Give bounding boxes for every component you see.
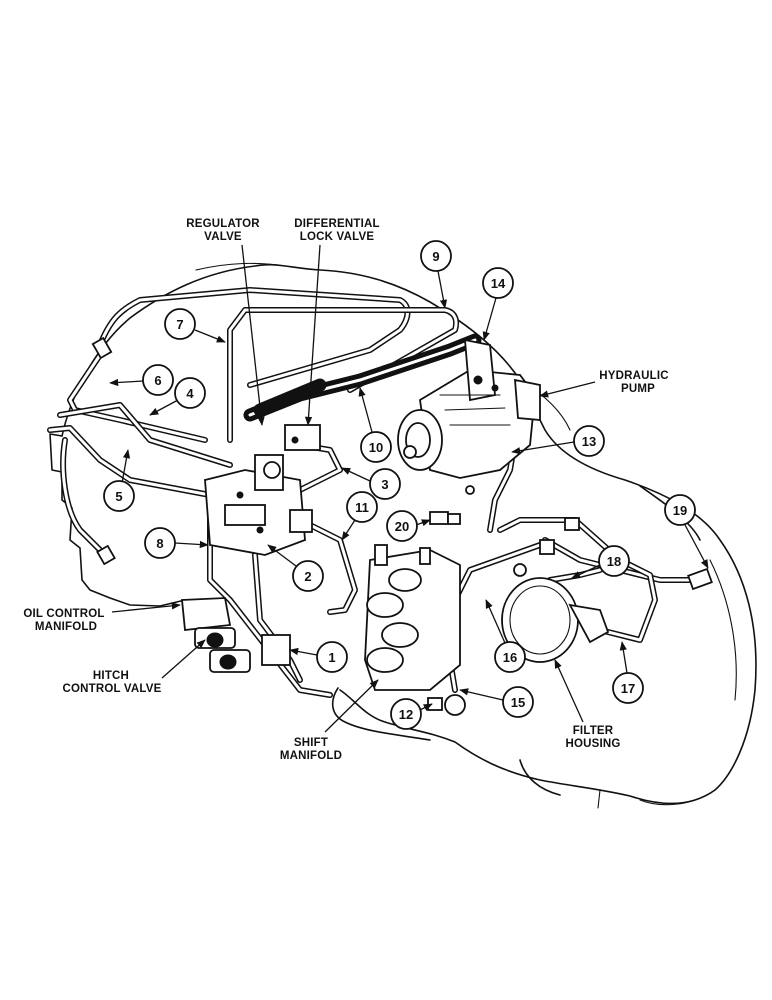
callout-7-circle [164, 308, 196, 340]
callout-1: 1 [328, 650, 335, 665]
callout-16-circle [494, 641, 526, 673]
label-hydraulic-pump-line1: HYDRAULIC [599, 370, 669, 382]
label-regulator-valve-line1: REGULATOR [186, 218, 260, 230]
callout-12: 12 [399, 707, 413, 722]
label-regulator-valve-line2: VALVE [204, 231, 242, 243]
callout-12-circle [390, 698, 422, 730]
callout-1-circle [316, 641, 348, 673]
label-filter-housing-line1: FILTER [573, 725, 614, 737]
callout-5: 5 [115, 489, 122, 504]
callout-4: 4 [186, 386, 194, 401]
callout-17-circle [612, 672, 644, 704]
callout-7: 7 [176, 317, 183, 332]
label-filter-housing-line2: HOUSING [565, 738, 620, 750]
callout-4-circle [174, 377, 206, 409]
callout-9: 9 [432, 249, 439, 264]
regulator-valve-block [204, 424, 321, 556]
callout-10: 10 [369, 440, 383, 455]
callout-20-circle [386, 510, 418, 542]
callout-8: 8 [156, 536, 163, 551]
label-hitch-control-valve-line2: CONTROL VALVE [62, 683, 161, 695]
callout-11-circle [346, 491, 378, 523]
callout-20: 20 [395, 519, 409, 534]
callout-6-circle [142, 364, 174, 396]
callout-13: 13 [582, 434, 596, 449]
callout-9-circle [420, 240, 452, 272]
callout-14: 14 [491, 276, 506, 291]
callout-19-circle [664, 494, 696, 526]
callout-16: 16 [503, 650, 517, 665]
callout-18-circle [598, 545, 630, 577]
callout-8-circle [144, 527, 176, 559]
filter-housing-drawing [501, 539, 610, 663]
numbered-callouts: 1 2 3 4 5 6 7 8 9 10 [103, 240, 709, 730]
callout-17: 17 [621, 681, 635, 696]
label-hitch-control-valve-line1: HITCH [93, 670, 129, 682]
label-shift-manifold-line2: MANIFOLD [280, 750, 342, 762]
callout-11: 11 [355, 500, 369, 515]
label-hydraulic-pump-line2: PUMP [621, 383, 655, 395]
label-differential-lock-valve-line2: LOCK VALVE [300, 231, 375, 243]
shift-manifold-drawing [364, 544, 466, 716]
callout-3-circle [369, 468, 401, 500]
callout-19: 19 [673, 503, 687, 518]
label-oil-control-manifold-line1: OIL CONTROL [23, 608, 104, 620]
hydraulic-pump-drawing [397, 338, 541, 479]
callout-15-circle [502, 686, 534, 718]
callout-13-circle [573, 425, 605, 457]
callout-18: 18 [607, 554, 621, 569]
label-differential-lock-valve-line1: DIFFERENTIAL [294, 218, 379, 230]
label-oil-control-manifold-line2: MANIFOLD [35, 621, 97, 633]
callout-6: 6 [154, 373, 161, 388]
callout-5-circle [103, 480, 135, 512]
callout-14-circle [482, 267, 514, 299]
callout-15: 15 [511, 695, 525, 710]
callout-10-circle [360, 431, 392, 463]
component-labels: REGULATOR VALVE DIFFERENTIAL LOCK VALVE … [23, 218, 668, 762]
callout-2: 2 [304, 569, 311, 584]
callout-3: 3 [381, 477, 388, 492]
label-shift-manifold-line1: SHIFT [294, 737, 328, 749]
callout-2-circle [292, 560, 324, 592]
